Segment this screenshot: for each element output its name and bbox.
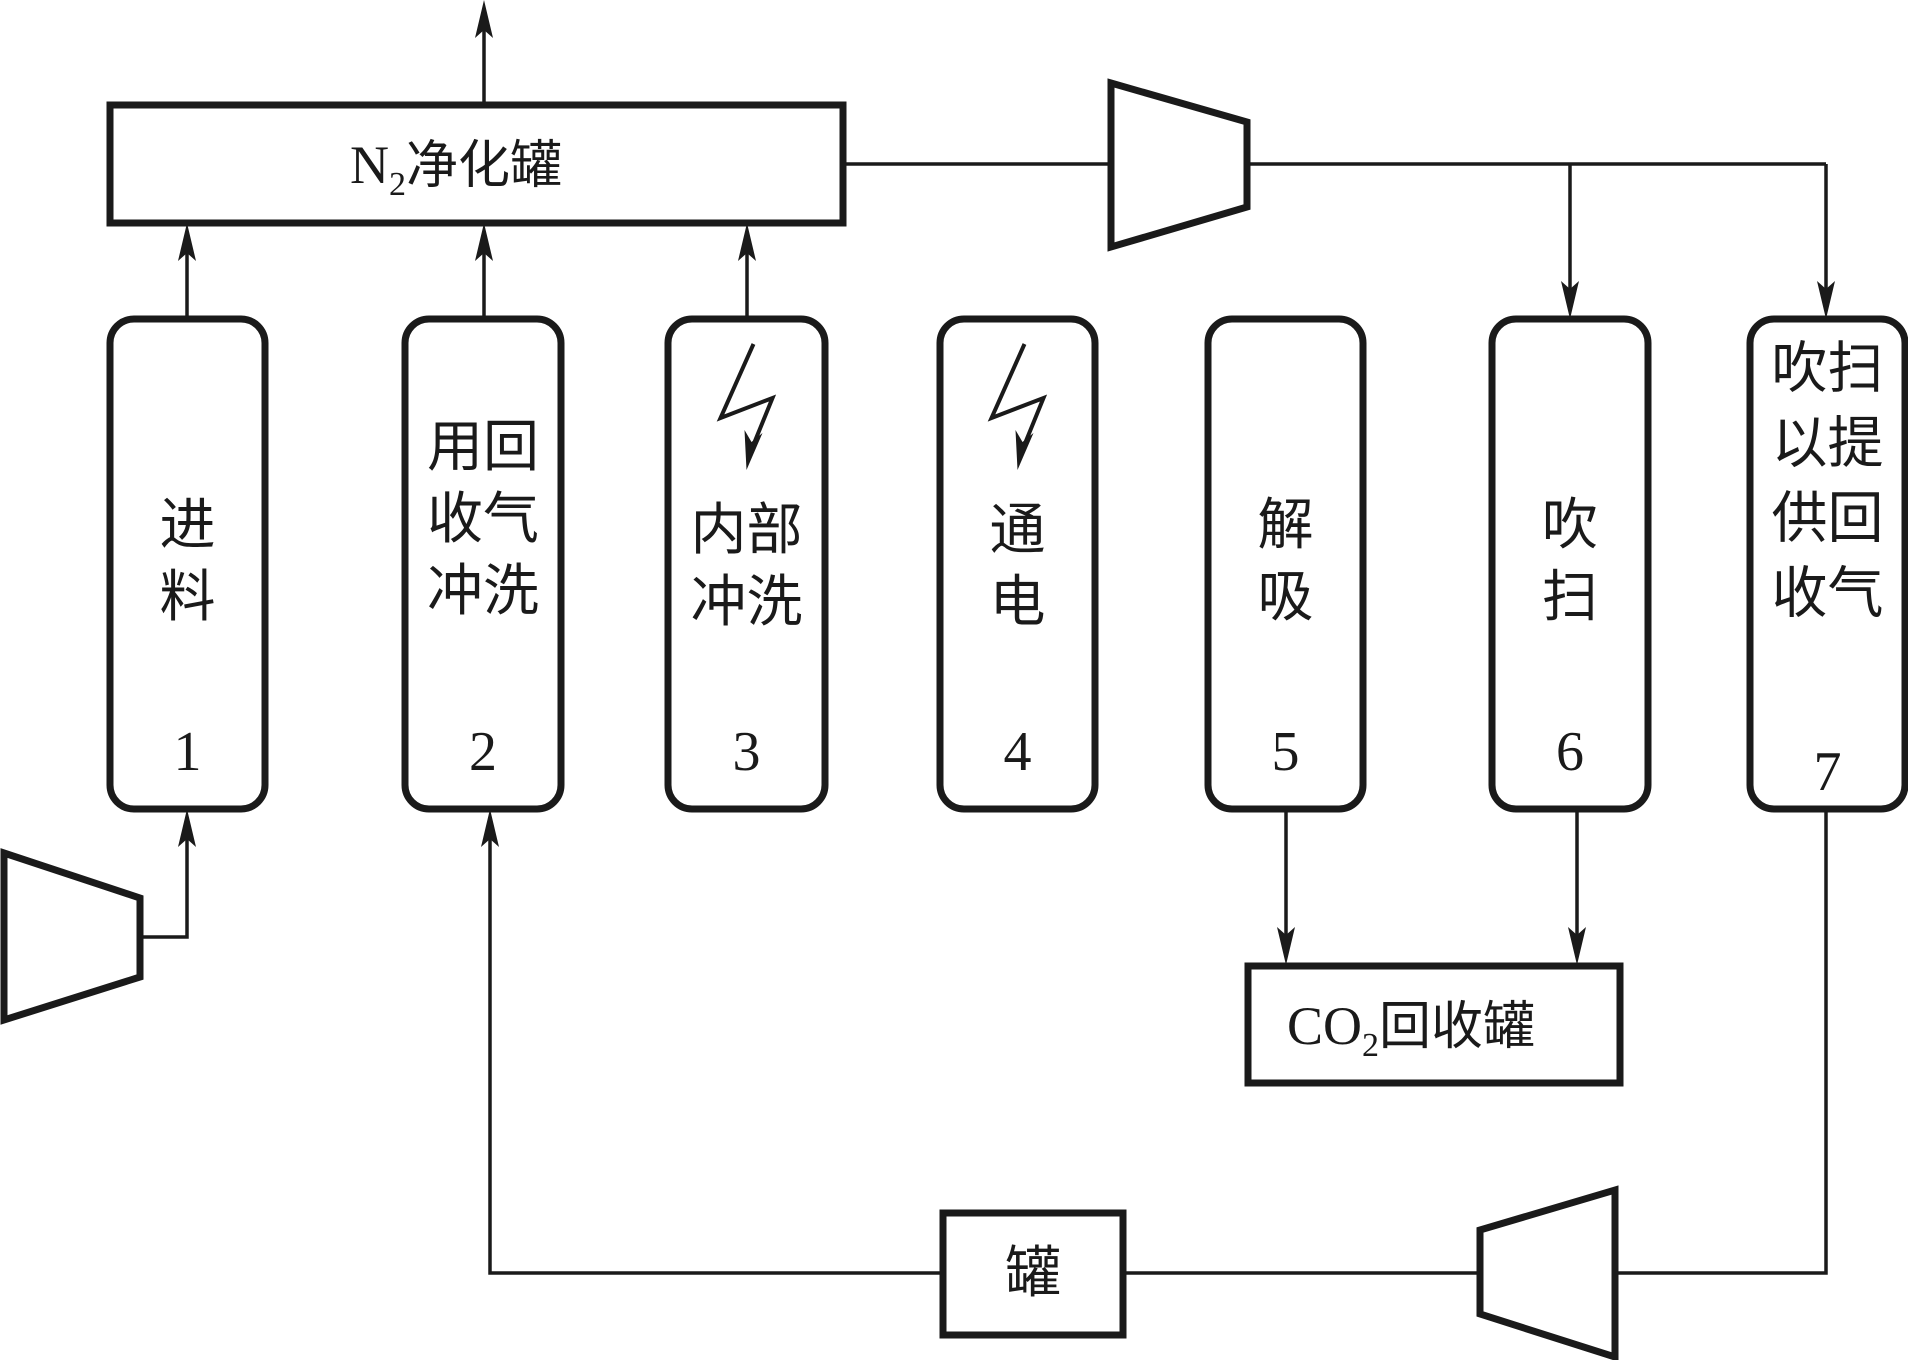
column-label-row: 电: [990, 570, 1046, 635]
column-vessel: [1488, 315, 1652, 813]
column-vessel: [106, 315, 269, 813]
column-label-row: 以提: [1772, 412, 1884, 477]
column-label-row: 内部: [691, 498, 803, 563]
column-label-row: 收气: [427, 487, 539, 552]
recycle-compressor-icon: [1476, 1185, 1619, 1360]
svg-text:CO2回收罐: CO2回收罐: [1287, 996, 1535, 1064]
column-number: 6: [1556, 721, 1584, 783]
column-label-row: 冲洗: [691, 570, 803, 635]
column-vessel: [401, 315, 565, 813]
column-1: 进料 1: [106, 315, 269, 813]
n2-label-rest: 净化罐: [406, 136, 562, 196]
n2-label-main: N: [350, 135, 389, 195]
arrow-to-column-7: [1817, 281, 1835, 319]
arrow-to-column-2: [481, 809, 499, 847]
vent-arrow: [475, 0, 493, 105]
n2-label-sub: 2: [389, 166, 406, 203]
column-label-row: 吹: [1542, 493, 1598, 558]
buffer-tank-label: 罐: [1005, 1241, 1061, 1306]
column-number: 2: [469, 721, 497, 783]
column-label-row: 解: [1258, 493, 1314, 558]
column-number: 5: [1272, 721, 1300, 783]
columns-to-n2-arrows: [178, 223, 756, 319]
buffer-tank: 罐: [939, 1209, 1127, 1339]
recycle-loop-lines: [481, 809, 1828, 1275]
arrow-to-column-6: [1561, 281, 1579, 319]
column-number: 4: [1004, 721, 1032, 783]
column-label-row: 供回: [1772, 487, 1884, 552]
lightning-bolt-icon: [716, 343, 777, 470]
column-label-row: 吹扫: [1772, 337, 1884, 402]
column-number: 3: [733, 721, 761, 783]
column-label-row: 通: [990, 498, 1046, 563]
feed-compressor-icon: [0, 848, 144, 1025]
column-label-row: 冲洗: [427, 559, 539, 624]
top-compressor-icon: [1107, 78, 1251, 252]
co2-label-main: CO: [1287, 996, 1362, 1056]
column-label-row: 扫: [1542, 565, 1598, 630]
column-number: 1: [174, 721, 202, 783]
column-4: 通电 4: [936, 315, 1099, 813]
column-6: 吹扫 6: [1488, 315, 1652, 813]
column-5: 解吸 5: [1204, 315, 1367, 813]
sweep-supply-lines: [1247, 162, 1835, 319]
desorption-to-co2-lines: [1277, 809, 1586, 965]
column-label-row: 用回: [427, 415, 539, 480]
column-label-row: 料: [160, 565, 216, 630]
lightning-bolt-icon: [987, 343, 1048, 470]
column-label-row: 进: [160, 493, 216, 558]
column-vessel: [664, 315, 829, 813]
column-number: 7: [1814, 741, 1842, 803]
column-vessel: [936, 315, 1099, 813]
co2-label-sub: 2: [1362, 1027, 1379, 1064]
co2-recovery-tank: CO2回收罐: [1244, 962, 1624, 1087]
column-label-row: 收气: [1772, 562, 1884, 627]
n2-purification-tank: N2净化罐: [106, 101, 847, 227]
co2-label-rest: 回收罐: [1379, 997, 1535, 1057]
column-label-row: 吸: [1258, 565, 1314, 630]
svg-text:N2净化罐: N2净化罐: [350, 135, 562, 203]
feed-line: [140, 809, 196, 939]
